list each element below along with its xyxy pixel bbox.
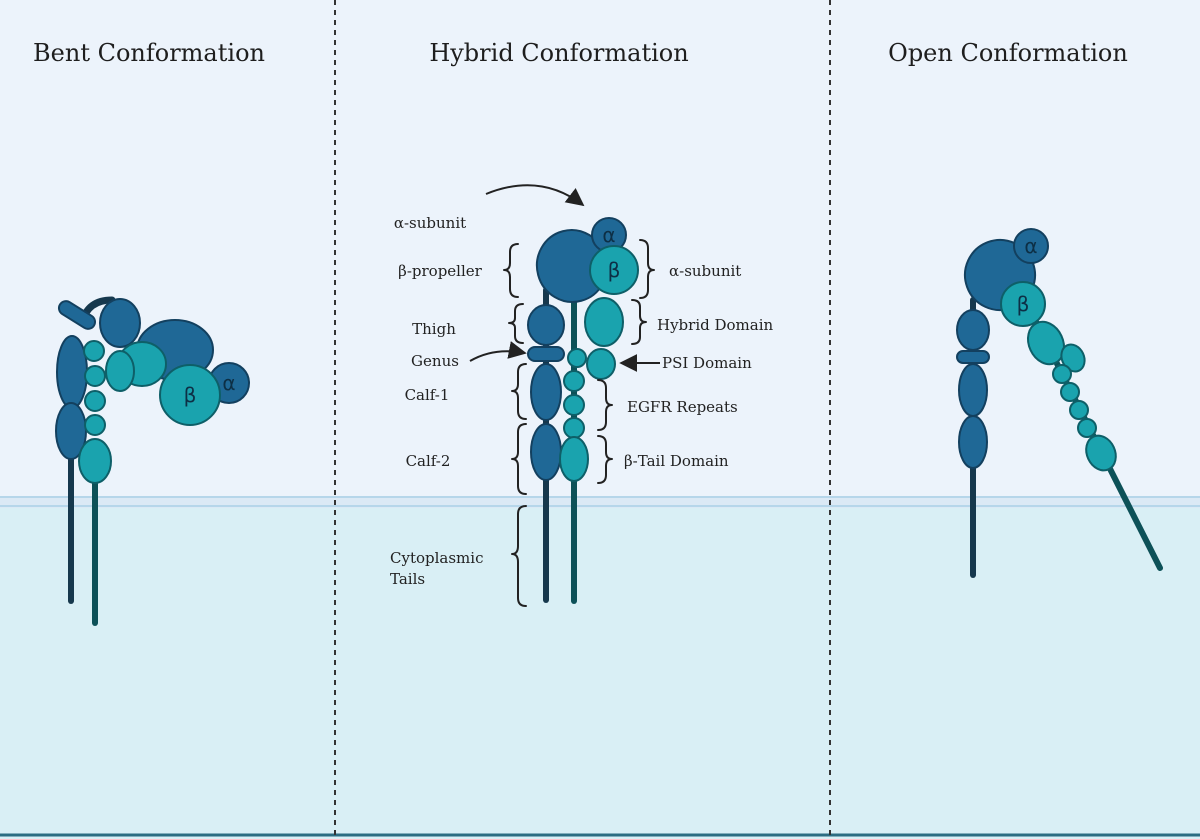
hybrid-beta-symbol: β [608, 258, 621, 282]
label-alpha-subunit-right: α-subunit [669, 262, 741, 280]
open-calf1-domain [958, 363, 988, 417]
hybrid-integrin: α β α-subunit β-propeller Thigh Genus Ca… [390, 184, 774, 607]
label-calf2: Calf-2 [406, 452, 451, 470]
genus-pointer-arrow [469, 341, 527, 362]
open-egfr-repeat [1077, 418, 1097, 438]
hybrid-calf2-domain [530, 423, 562, 481]
open-thigh-domain [956, 309, 990, 351]
panel-title-bent: Bent Conformation [33, 39, 265, 67]
label-psi-domain: PSI Domain [662, 354, 752, 372]
open-beta-head [1000, 281, 1046, 327]
hybrid-egfr-repeat [563, 417, 585, 439]
open-alpha-head [1013, 228, 1049, 264]
panel-title-hybrid: Hybrid Conformation [429, 39, 688, 67]
open-beta-tail-domain [1085, 434, 1117, 472]
bent-beta-symbol: β [184, 383, 197, 407]
brace-calf1 [511, 363, 527, 420]
open-alpha-symbol: α [1024, 234, 1037, 258]
bent-alpha-thigh-domain [56, 335, 88, 409]
hybrid-calf1-domain [530, 363, 562, 421]
open-psi-domain [1060, 343, 1086, 373]
brace-hybrid-domain [631, 299, 647, 345]
bent-egfr-repeat [84, 414, 106, 436]
label-cytoplasmic-line1: Cytoplasmic [390, 549, 483, 567]
label-cytoplasmic-line2: Tails [390, 570, 425, 588]
open-integrin: α β [956, 228, 1163, 578]
bent-beta-tail-domain [78, 438, 112, 484]
open-beta-symbol: β [1017, 292, 1030, 316]
label-thigh: Thigh [412, 320, 456, 338]
hybrid-thigh-domain [527, 304, 565, 346]
hybrid-psi-domain [586, 348, 616, 380]
hybrid-genus-domain [527, 346, 565, 362]
label-genus: Genus [411, 352, 459, 370]
brace-egfr-repeats [597, 379, 613, 431]
open-hybrid-domain [1027, 320, 1065, 366]
bent-psi-domain [105, 350, 135, 392]
brace-cytoplasmic-tails [511, 505, 527, 607]
bent-alpha-symbol: α [222, 371, 235, 395]
hybrid-beta-head [589, 245, 639, 295]
label-alpha-subunit-left: α-subunit [394, 214, 466, 232]
hybrid-swing-arrow [485, 184, 585, 207]
hybrid-alpha-symbol: α [602, 223, 615, 247]
cytoplasm-region [0, 500, 1200, 839]
bent-genus-domain [57, 300, 97, 330]
hybrid-hybrid-domain [584, 297, 624, 347]
open-calf2-domain [958, 415, 988, 469]
hybrid-beta-tail-domain [559, 436, 589, 482]
bent-integrin: α β [55, 296, 250, 626]
bent-beta-head [159, 364, 221, 426]
brace-right-alpha-subunit [639, 239, 655, 299]
open-genus-domain [956, 350, 990, 364]
label-beta-propeller: β-propeller [398, 262, 482, 280]
brace-calf2 [511, 423, 527, 495]
label-beta-tail-domain: β-Tail Domain [624, 452, 729, 470]
brace-beta-propeller [503, 243, 519, 298]
label-egfr-repeats: EGFR Repeats [627, 398, 738, 416]
label-calf1: Calf-1 [405, 386, 450, 404]
brace-beta-tail-domain [597, 435, 613, 484]
bent-alpha-upper-domain [99, 298, 141, 348]
panel-title-open: Open Conformation [888, 39, 1128, 67]
label-hybrid-domain: Hybrid Domain [657, 316, 774, 334]
brace-thigh [508, 303, 524, 344]
